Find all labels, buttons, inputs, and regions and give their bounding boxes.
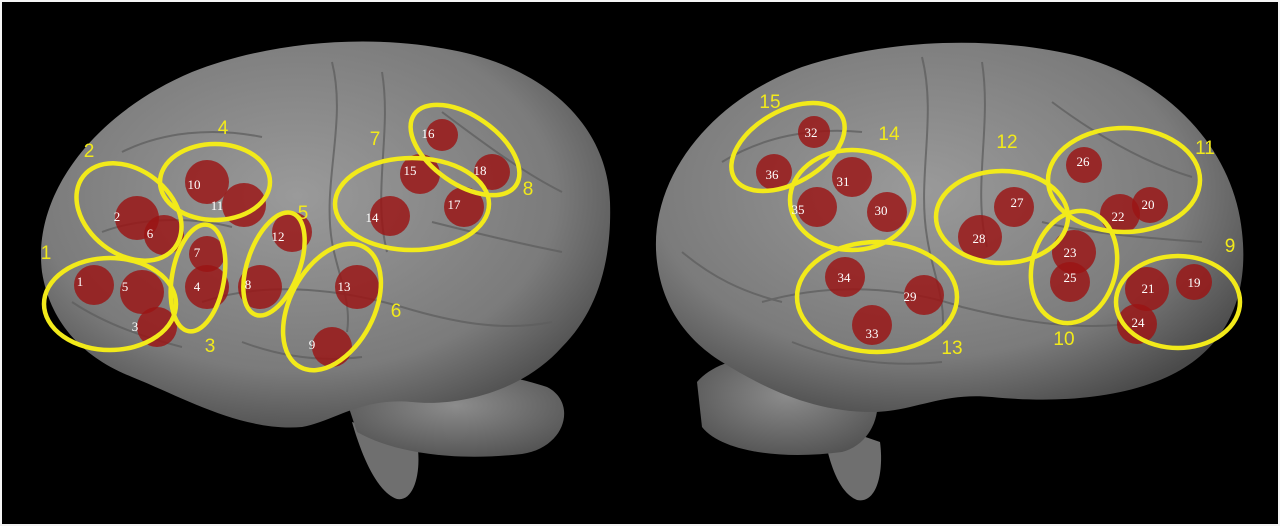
roi-label: 17 xyxy=(448,197,462,212)
roi-label: 32 xyxy=(805,125,818,140)
cluster-label: 4 xyxy=(218,118,229,139)
roi-label: 33 xyxy=(866,326,879,341)
cluster-ring-5 xyxy=(241,210,307,318)
cluster-label: 9 xyxy=(1225,236,1236,257)
cluster-ring-11 xyxy=(1045,125,1203,235)
cluster-ring-6 xyxy=(280,241,384,373)
cluster-label: 1 xyxy=(41,243,52,264)
cluster-ring-1 xyxy=(41,255,179,353)
roi-label: 11 xyxy=(211,198,224,213)
cluster-labels: 1 2 3 4 5 6 7 8 9 10 11 12 13 14 15 xyxy=(41,92,1236,359)
roi-label: 3 xyxy=(132,319,139,334)
roi-label: 14 xyxy=(366,210,380,225)
roi-label: 9 xyxy=(309,337,316,352)
cluster-ring-3 xyxy=(168,222,228,334)
roi-label: 35 xyxy=(792,202,805,217)
roi-labels: 1 2 3 4 5 6 7 8 9 10 11 12 13 14 15 16 1… xyxy=(77,125,1201,352)
roi-label: 4 xyxy=(194,279,201,294)
roi-label: 24 xyxy=(1132,315,1146,330)
roi-label: 10 xyxy=(188,177,201,192)
roi-label: 25 xyxy=(1064,270,1077,285)
roi-label: 6 xyxy=(147,226,154,241)
roi-label: 29 xyxy=(904,289,917,304)
cluster-ring-8 xyxy=(408,102,522,198)
cluster-label: 13 xyxy=(941,338,962,359)
roi-label: 31 xyxy=(837,174,850,189)
roi-label: 18 xyxy=(474,163,487,178)
roi-label: 5 xyxy=(122,279,129,294)
cluster-ring-14 xyxy=(787,147,917,253)
cluster-label: 11 xyxy=(1195,138,1215,159)
cluster-ring-9 xyxy=(1113,253,1243,351)
left-hemisphere xyxy=(40,41,611,500)
cluster-label: 10 xyxy=(1053,329,1074,350)
roi-label: 8 xyxy=(245,277,252,292)
cluster-ring-12 xyxy=(933,168,1071,266)
cluster-label: 14 xyxy=(878,124,900,145)
roi-label: 36 xyxy=(766,167,780,182)
roi-label: 23 xyxy=(1064,245,1077,260)
cluster-rings xyxy=(41,100,1243,373)
cluster-ring-13 xyxy=(794,239,960,355)
roi-label: 7 xyxy=(194,245,201,260)
roi-label: 20 xyxy=(1142,197,1155,212)
cluster-label: 3 xyxy=(205,336,216,357)
cluster-label: 15 xyxy=(759,92,780,113)
cluster-ring-4 xyxy=(157,141,273,223)
roi-label: 27 xyxy=(1011,195,1025,210)
roi-label: 19 xyxy=(1188,275,1201,290)
cluster-label: 7 xyxy=(370,129,381,150)
cluster-label: 6 xyxy=(391,301,402,322)
cluster-label: 8 xyxy=(523,179,534,200)
roi-label: 28 xyxy=(973,231,986,246)
roi-label: 34 xyxy=(838,270,852,285)
roi-label: 13 xyxy=(338,279,351,294)
cluster-label: 5 xyxy=(298,203,309,224)
roi-label: 16 xyxy=(422,126,436,141)
roi-label: 12 xyxy=(272,229,285,244)
cluster-label: 2 xyxy=(84,141,95,162)
roi-label: 21 xyxy=(1142,281,1155,296)
roi-label: 22 xyxy=(1112,209,1125,224)
roi-label: 26 xyxy=(1077,154,1091,169)
roi-label: 1 xyxy=(77,274,84,289)
cluster-ring-15 xyxy=(729,100,847,194)
cluster-label: 12 xyxy=(996,132,1017,153)
roi-label: 30 xyxy=(875,203,888,218)
roi-label: 15 xyxy=(404,163,417,178)
cluster-ring-7 xyxy=(332,155,492,253)
cluster-ring-2 xyxy=(74,161,184,263)
roi-label: 2 xyxy=(114,209,121,224)
